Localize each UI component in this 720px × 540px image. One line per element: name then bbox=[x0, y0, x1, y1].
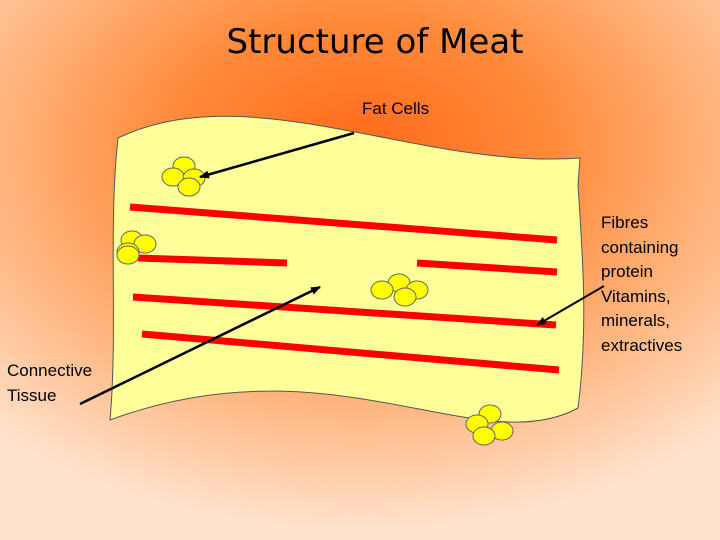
fibres-label-line: extractives bbox=[601, 334, 682, 359]
connective-tissue-label-line: Connective bbox=[7, 359, 92, 384]
slide-title: Structure of Meat bbox=[0, 22, 720, 62]
connective-tissue-label: Connective Tissue bbox=[7, 359, 92, 408]
fat-cells-label: Fat Cells bbox=[362, 97, 429, 122]
fibres-label-line: Fibres bbox=[601, 211, 682, 236]
fibre-2 bbox=[138, 258, 287, 263]
connective-tissue-label-line: Tissue bbox=[7, 384, 92, 409]
fibres-label-line: containing bbox=[601, 236, 682, 261]
fibres-label-line: protein bbox=[601, 260, 682, 285]
fibres-label: Fibres containing protein Vitamins, mine… bbox=[601, 211, 682, 358]
fibres-label-line: minerals, bbox=[601, 309, 682, 334]
fibres-label-line: Vitamins, bbox=[601, 285, 682, 310]
